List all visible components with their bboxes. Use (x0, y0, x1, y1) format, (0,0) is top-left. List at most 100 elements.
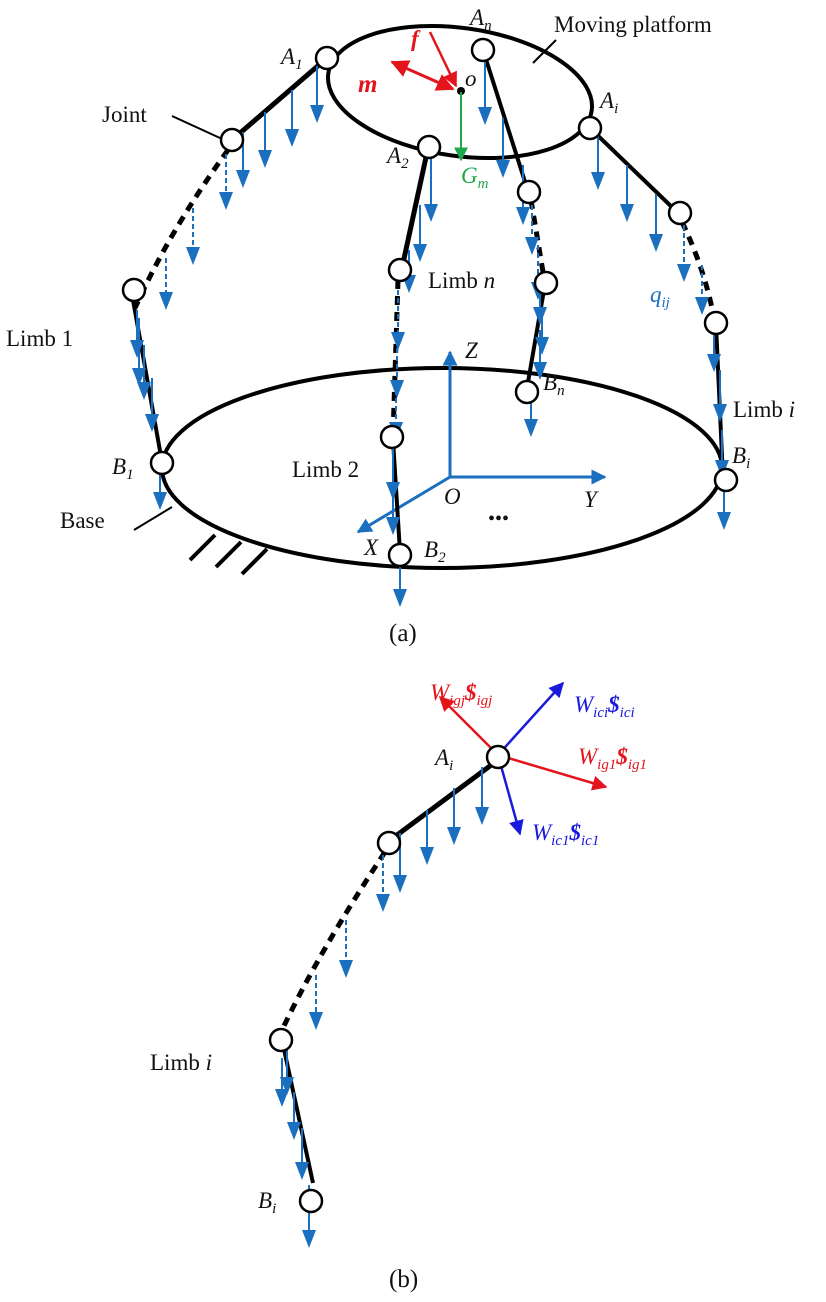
distributed-load-label: qij (650, 282, 670, 311)
joint-B2 (387, 542, 413, 568)
distributed-load-arrowhead (516, 207, 530, 225)
distributed-load-arrowhead (533, 362, 547, 380)
base-leader (133, 506, 173, 531)
ground-hatch (188, 533, 269, 576)
distributed-load-arrowhead (447, 827, 461, 845)
point-An-label: An (468, 5, 492, 34)
distributed-load-arrowhead (295, 1162, 309, 1180)
distributed-load-arrowhead (707, 354, 721, 372)
distributed-load-arrowhead (309, 1012, 323, 1030)
wrench-ig1-label: Wig1$ig1 (578, 744, 647, 773)
joint-leader (171, 115, 221, 139)
joint-limbn-upper (516, 179, 542, 205)
point-Bn-label: Bn (543, 370, 565, 399)
wrench-ici-arrow (497, 681, 565, 756)
distributed-load-arrowhead (524, 419, 538, 437)
distributed-load-arrowhead (393, 875, 407, 893)
distributed-load-arrowhead (475, 807, 489, 825)
force-arrow (428, 31, 458, 88)
distributed-load-arrowhead (287, 1122, 301, 1140)
distributed-load-arrowhead (413, 244, 427, 262)
point-Bi-label-b: Bi (258, 1188, 276, 1217)
panel-a: Moving platform Joint Base Limb 1 Limb 2… (6, 5, 795, 647)
distributed-load-arrowhead (339, 960, 353, 978)
distributed-load-arrowhead (390, 380, 404, 398)
moment-label: m (358, 71, 377, 98)
joint-limb-b-lower (268, 1027, 294, 1053)
point-Bi-label: Bi (732, 443, 750, 472)
distributed-load-arrowhead (302, 1230, 316, 1248)
limb-b-dashed (280, 850, 388, 1030)
moving-platform-ellipse (325, 23, 595, 161)
distributed-load-arrowhead (132, 368, 146, 386)
joint-Bn (514, 379, 540, 405)
joint-Bi (713, 467, 739, 493)
platform-center-point (457, 87, 465, 95)
point-o-label: o (465, 66, 477, 91)
joint-limb1-lower (121, 277, 147, 303)
limb-b-solid-upper (387, 757, 500, 844)
limb-n (481, 49, 547, 389)
joint-Bi-b (298, 1188, 324, 1214)
distributed-load-arrowhead (219, 192, 233, 210)
base-label: Base (60, 508, 105, 533)
gravity-label: Gm (461, 163, 489, 192)
joint-An (470, 37, 496, 63)
distributed-load-arrowhead (258, 150, 272, 168)
joint-limb-b-upper (376, 830, 402, 856)
wrench-ig1-arrow (497, 753, 608, 791)
panel-b: Ai Bi Limb i Wigj$igj Wici$ici Wig1$ig1 … (150, 680, 647, 1293)
limb-n-label: Limb n (428, 268, 495, 293)
distributed-load-arrowhead (393, 589, 407, 607)
limb-1-label: Limb 1 (6, 326, 73, 351)
joint-B1 (149, 450, 175, 476)
limb-2 (390, 147, 431, 553)
coordinate-frame (356, 350, 607, 534)
distributed-load-arrowhead (525, 237, 539, 255)
joint-Ai-b (485, 744, 511, 770)
wrench-ic1-label: Wic1$ic1 (532, 820, 599, 849)
point-A1-label: A1 (279, 44, 303, 73)
distributed-load-arrowhead (591, 172, 605, 190)
ellipsis-label: ••• (488, 508, 509, 530)
limb-i-label: Limb i (733, 397, 795, 422)
distributed-load-arrowhead (285, 129, 299, 147)
distributed-load-arrows-b (275, 767, 489, 1248)
joint-limb2-upper (387, 257, 413, 283)
distributed-load-arrowhead (145, 414, 159, 432)
distributed-load-arrowhead (159, 292, 173, 310)
joints-a (121, 37, 739, 568)
distributed-load-arrowhead (280, 1077, 294, 1095)
joint-Ai (577, 115, 603, 141)
limb-2-label: Limb 2 (292, 457, 359, 482)
y-axis-label: Y (584, 487, 599, 512)
distributed-load-arrowhead (533, 307, 547, 325)
distributed-load-arrowhead (535, 337, 549, 355)
distributed-load-arrowhead (186, 247, 200, 265)
moving-platform-label: Moving platform (554, 12, 712, 37)
joints-b (268, 744, 511, 1214)
joint-limbi-lower (703, 310, 729, 336)
distributed-load-arrowhead (695, 297, 709, 315)
wrench-ici-label: Wici$ici (574, 692, 635, 721)
point-B1-label: B1 (112, 454, 134, 483)
distributed-load-arrowhead (310, 105, 324, 123)
distributed-load-arrowhead (677, 264, 691, 282)
distributed-load-arrowhead (236, 170, 250, 188)
x-axis-label: X (363, 535, 379, 560)
joint-limbn-lower (533, 270, 559, 296)
distributed-load-arrowhead (713, 404, 727, 422)
origin-O-label: O (444, 484, 461, 509)
point-B2-label: B2 (424, 537, 446, 566)
distributed-load-arrowhead (386, 517, 400, 535)
joint-label: Joint (102, 102, 147, 127)
point-Ai-label-b: Ai (433, 745, 453, 774)
joint-limb1-upper (219, 127, 245, 153)
external-loads (390, 31, 468, 162)
distributed-load-arrowhead (153, 492, 167, 510)
point-Ai-label: Ai (598, 88, 618, 117)
caption-b: (b) (389, 1266, 418, 1293)
moving-platform-leader (532, 39, 557, 64)
wrench-igj-arrow (438, 695, 499, 756)
